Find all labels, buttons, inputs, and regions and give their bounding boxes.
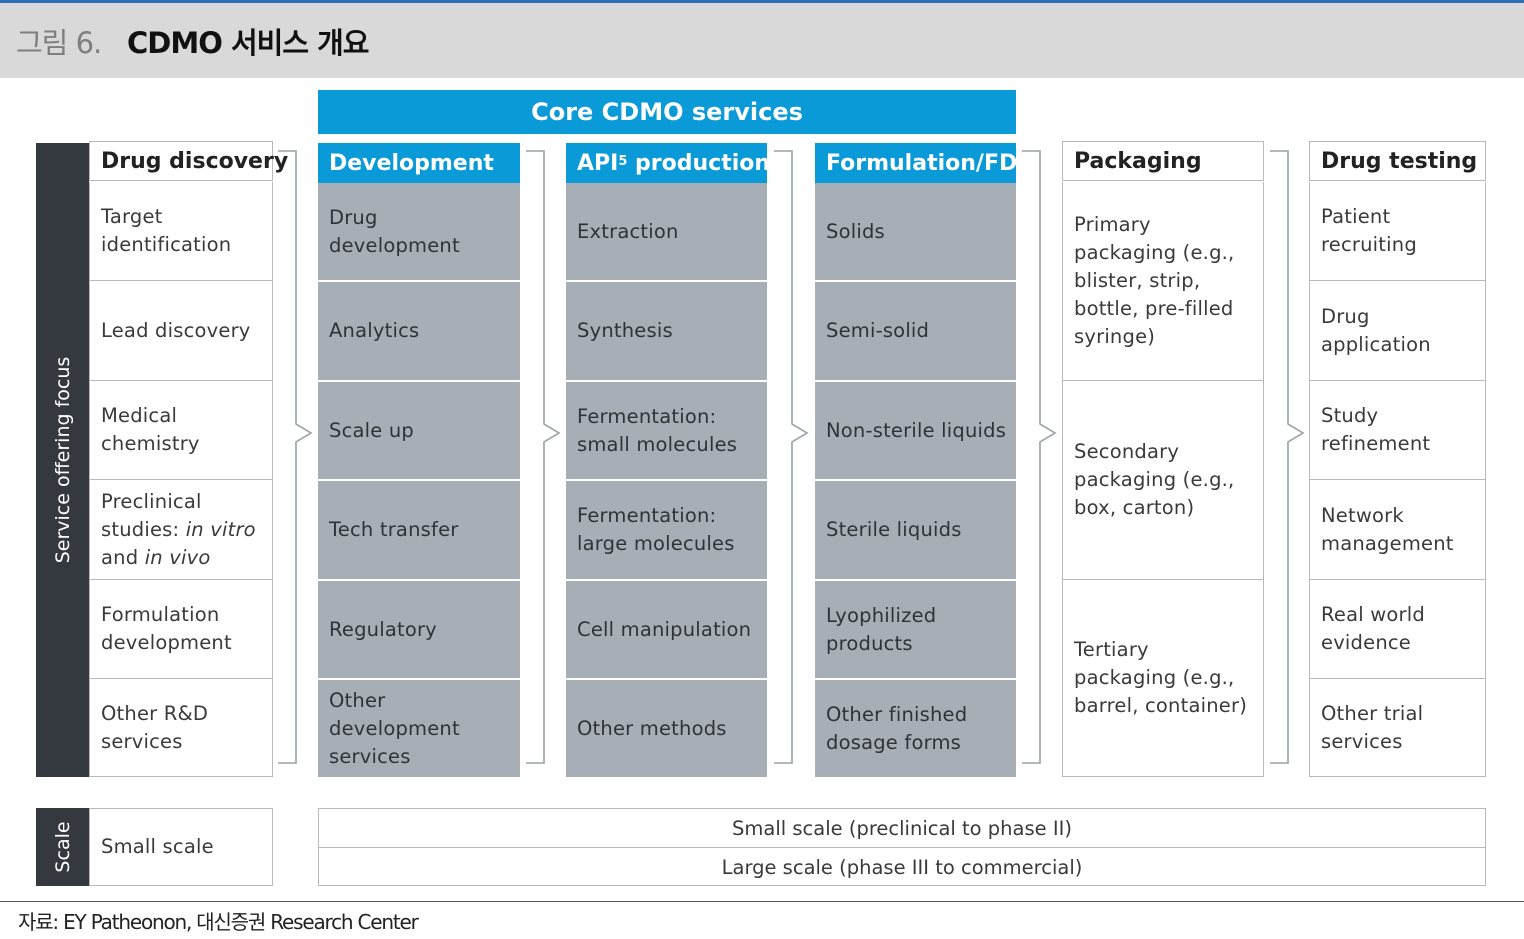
cell-tertiary-packaging: Tertiary packaging (e.g., barrel, contai… — [1062, 580, 1264, 777]
cell-sterile-liquids: Sterile liquids — [815, 481, 1016, 581]
cell-semi-solid: Semi-solid — [815, 282, 1016, 382]
column-title-development: Development — [318, 143, 520, 183]
bracket-connector-1 — [278, 150, 313, 764]
bracket-connector-2 — [526, 150, 561, 764]
cell-lead-discovery: Lead discovery — [89, 281, 273, 381]
api-title-text: API — [577, 150, 619, 176]
cell-secondary-packaging: Secondary packaging (e.g., box, carton) — [1062, 381, 1264, 580]
scale-range-box: Small scale (preclinical to phase II) La… — [318, 808, 1486, 886]
bracket-connectors — [278, 150, 1305, 764]
bracket-connector-5 — [1270, 150, 1305, 764]
cell-solids: Solids — [815, 183, 1016, 282]
figure-label: 그림 6. — [16, 26, 102, 60]
cell-non-sterile-liquids: Non-sterile liquids — [815, 382, 1016, 481]
cell-target-identification: Target identification — [89, 182, 273, 281]
cell-scale-up: Scale up — [318, 382, 520, 481]
cell-synthesis: Synthesis — [566, 282, 767, 382]
cell-other-trial-services: Other trial services — [1309, 679, 1486, 777]
cell-fermentation-large-molecules: Fermentation: large molecules — [566, 481, 767, 581]
cell-cell-manipulation: Cell manipulation — [566, 581, 767, 680]
cell-network-management: Network management — [1309, 480, 1486, 580]
cell-regulatory: Regulatory — [318, 581, 520, 680]
api-title-suffix: production — [627, 150, 771, 176]
cell-primary-packaging: Primary packaging (e.g., blister, strip,… — [1062, 182, 1264, 381]
source-note: 자료: EY Patheonon, 대신증권 Research Center — [18, 910, 419, 934]
cell-medical-chemistry: Medical chemistry — [89, 381, 273, 480]
cell-other-methods: Other methods — [566, 680, 767, 777]
scale-side-label: Scale — [51, 821, 74, 873]
cell-study-refinement: Study refinement — [1309, 381, 1486, 480]
cell-drug-application: Drug application — [1309, 281, 1486, 381]
core-services-banner: Core CDMO services — [318, 90, 1016, 134]
fdf-title-footnote: 6 — [1032, 153, 1042, 169]
small-scale-label-box: Small scale — [89, 808, 273, 886]
cell-fermentation-small-molecules: Fermentation: small molecules — [566, 382, 767, 481]
column-title-drug-discovery: Drug discovery — [89, 141, 288, 181]
cell-drug-development: Drug development — [318, 183, 520, 282]
figure-title: CDMO 서비스 개요 — [127, 26, 369, 60]
column-drug-discovery: Drug discovery — [89, 141, 288, 181]
api-title-footnote: 5 — [618, 153, 628, 169]
service-offering-focus-bar: Service offering focus — [36, 143, 89, 777]
large-scale-line: Large scale (phase III to commercial) — [721, 855, 1083, 879]
fdf-title-text: Formulation/FDF — [826, 150, 1033, 176]
title-bar — [0, 3, 1524, 78]
footer-rule — [0, 901, 1524, 902]
bracket-connector-4 — [1022, 150, 1057, 764]
column-title-drug-testing: Drug testing — [1309, 141, 1486, 181]
cell-formulation-development: Formulation development — [89, 580, 273, 679]
scale-bar: Scale — [36, 808, 89, 886]
column-title-packaging: Packaging — [1062, 141, 1264, 181]
cell-lyophilized-products: Lyophilized products — [815, 581, 1016, 680]
cell-tech-transfer: Tech transfer — [318, 481, 520, 581]
cell-extraction: Extraction — [566, 183, 767, 282]
cell-other-development-services: Other development services — [318, 680, 520, 777]
top-accent-line — [0, 0, 1524, 3]
cell-other-finished-dosage-forms: Other finished dosage forms — [815, 680, 1016, 777]
cell-real-world-evidence: Real world evidence — [1309, 580, 1486, 679]
cell-other-rd-services: Other R&D services — [89, 679, 273, 777]
cell-patient-recruiting: Patient recruiting — [1309, 182, 1486, 281]
cell-analytics: Analytics — [318, 282, 520, 382]
bracket-connector-3 — [774, 150, 809, 764]
preclinical-studies-text: Preclinical studies: in vitro and in viv… — [101, 489, 256, 569]
small-scale-line: Small scale (preclinical to phase II) — [319, 809, 1485, 848]
cell-preclinical-studies: Preclinical studies: in vitro and in viv… — [89, 480, 273, 580]
